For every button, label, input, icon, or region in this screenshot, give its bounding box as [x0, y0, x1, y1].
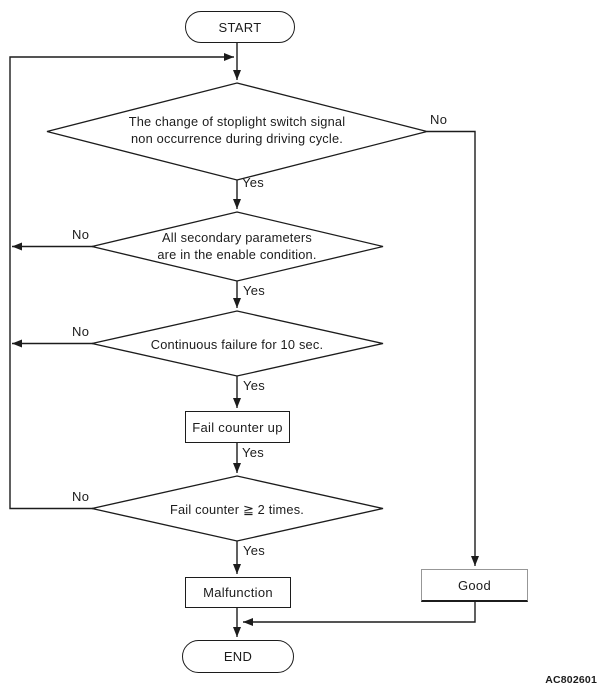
- end-label: END: [223, 649, 253, 664]
- decision-secondary-parameters-text: All secondary parameters are in the enab…: [107, 229, 367, 263]
- figure-code: AC802601: [545, 674, 597, 686]
- edge-label-counter-yes: Yes: [243, 543, 266, 558]
- edge-label-counter-no: No: [72, 489, 90, 504]
- fail-counter-up-label: Fail counter up: [192, 419, 283, 435]
- decision-parameters-line2: are in the enable condition.: [157, 247, 317, 262]
- decision-secondary-parameters-shape: [91, 211, 384, 282]
- decision-stoplight-signal-text: The change of stoplight switch signal no…: [87, 113, 387, 147]
- good-label: Good: [457, 577, 491, 593]
- start-terminator: START: [185, 11, 295, 43]
- connector-return-rail: [9, 53, 234, 510]
- decision-stoplight-line2: non occurrence during driving cycle.: [130, 131, 344, 146]
- edge-label-stoplight-yes: Yes: [242, 175, 265, 190]
- decision-continuous-failure-shape: [91, 310, 384, 377]
- edge-label-failure-no: No: [72, 324, 90, 339]
- decision-fail-counter-shape: [91, 475, 384, 542]
- decision-continuous-failure-text: Continuous failure for 10 sec.: [107, 336, 367, 353]
- start-label: START: [218, 19, 262, 35]
- process-good: Good: [421, 569, 528, 602]
- malfunction-label: Malfunction: [203, 585, 273, 600]
- edge-label-stoplight-no: No: [430, 112, 448, 127]
- decision-counter-line1: Fail counter ≧ 2 times.: [169, 502, 305, 517]
- decision-fail-counter-text: Fail counter ≧ 2 times.: [107, 501, 367, 518]
- edge-label-counter-up-yes: Yes: [242, 445, 265, 460]
- edge-label-failure-yes: Yes: [243, 378, 266, 393]
- connector-stoplight-no: [427, 130, 479, 566]
- process-fail-counter-up: Fail counter up: [185, 411, 290, 443]
- edge-label-parameters-no: No: [72, 227, 90, 242]
- decision-failure-line1: Continuous failure for 10 sec.: [150, 337, 324, 352]
- process-malfunction: Malfunction: [185, 577, 291, 608]
- connector-good-merge: [243, 602, 476, 626]
- decision-stoplight-line1: The change of stoplight switch signal: [128, 114, 346, 129]
- decision-parameters-line1: All secondary parameters: [162, 230, 312, 245]
- end-terminator: END: [182, 640, 294, 673]
- edge-label-parameters-yes: Yes: [243, 283, 266, 298]
- decision-stoplight-signal-shape: [46, 82, 428, 181]
